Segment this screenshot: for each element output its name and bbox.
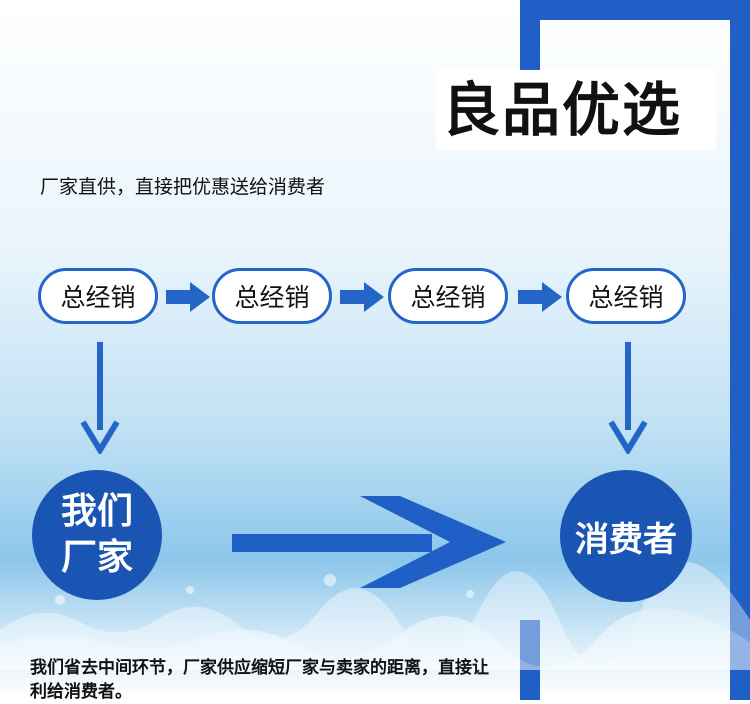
frame-top-bar [520, 0, 750, 20]
right-arrow-icon [166, 282, 210, 312]
right-arrow-icon [340, 282, 384, 312]
page-title: 良品优选 [442, 76, 683, 144]
subtitle: 厂家直供，直接把优惠送给消费者 [40, 176, 326, 198]
flow-step-4: 总经销 [566, 268, 686, 324]
big-right-arrow-icon [232, 496, 506, 588]
down-arrow-icon [608, 342, 648, 454]
factory-label-line1: 我们 [60, 491, 133, 532]
factory-badge: 我们 厂家 [32, 470, 162, 600]
page-title-box: 良品优选 [436, 70, 716, 150]
footer-description: 我们省去中间环节，厂家供应缩短厂家与卖家的距离，直接让利给消费者。 [30, 658, 489, 702]
flow-step-2: 总经销 [212, 268, 332, 324]
right-arrow-icon [518, 282, 562, 312]
consumer-badge: 消费者 [560, 470, 692, 602]
flow-step-1: 总经销 [38, 268, 158, 324]
frame-right-bar [730, 0, 750, 700]
frame-left-bar-bottom [520, 620, 540, 700]
consumer-label: 消费者 [575, 519, 677, 560]
flow-step-3: 总经销 [388, 268, 508, 324]
down-arrow-icon [80, 342, 120, 454]
factory-label-line2: 厂家 [60, 537, 133, 578]
